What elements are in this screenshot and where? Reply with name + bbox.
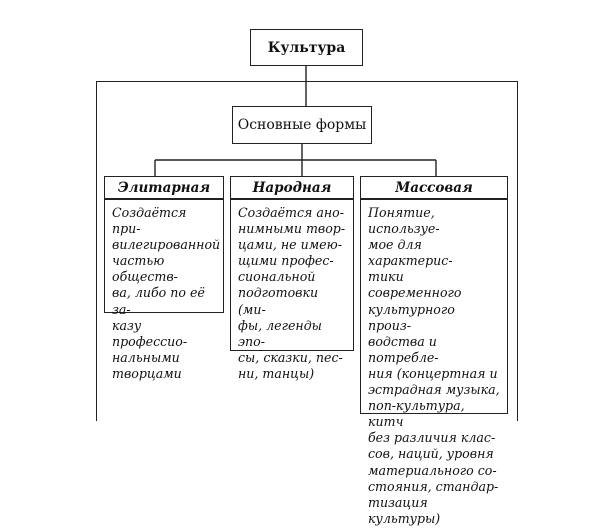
header-mass-label: Массовая: [395, 179, 473, 196]
header-mass: Массовая: [360, 176, 508, 199]
desc-mass-box: Понятие, используе- мое для характерис- …: [360, 199, 508, 526]
desc-elite-text: Создаётся при- вилегированной частью общ…: [112, 205, 221, 381]
desc-folk-text: Создаётся ано- нимными твор- цами, не им…: [238, 205, 346, 381]
header-elite-label: Элитарная: [117, 179, 211, 196]
desc-mass-text: Понятие, используе- мое для характерис- …: [368, 205, 500, 526]
desc-elite-box: Создаётся при- вилегированной частью общ…: [104, 199, 224, 381]
header-folk: Народная: [230, 176, 354, 199]
desc-folk-box: Создаётся ано- нимными твор- цами, не им…: [230, 199, 354, 381]
culture-title: Культура: [267, 39, 346, 56]
header-elite: Элитарная: [104, 176, 224, 199]
connector-lines: [154, 66, 437, 176]
main-forms-box: Основные формы: [232, 106, 372, 144]
outer-frame: [96, 81, 518, 421]
header-folk-label: Народная: [252, 179, 332, 196]
main-forms-label: Основные формы: [237, 117, 367, 133]
culture-title-box: Культура: [250, 29, 363, 66]
